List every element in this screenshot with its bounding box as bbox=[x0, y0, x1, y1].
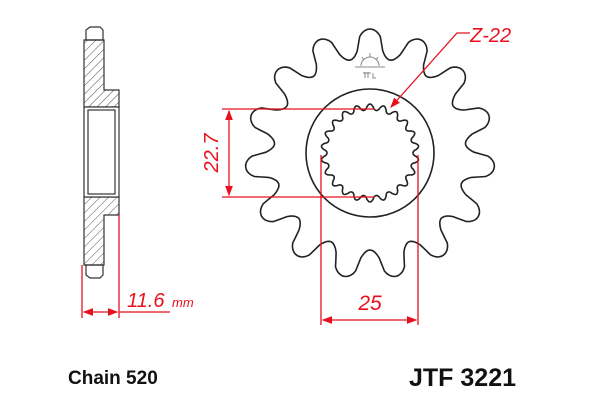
teeth-count-label: Z-22 bbox=[469, 25, 511, 47]
spline-bore bbox=[320, 103, 420, 203]
side-view bbox=[83, 26, 120, 279]
chain-label: Chain 520 bbox=[68, 368, 158, 389]
dimension-lines bbox=[81, 32, 470, 325]
hub-circle bbox=[305, 88, 435, 218]
thickness-dimension-label: 11.6 bbox=[127, 290, 165, 312]
part-number: JTF 3221 bbox=[409, 364, 517, 392]
brand-logo bbox=[355, 53, 385, 79]
thickness-unit-label: mm bbox=[172, 295, 194, 310]
spline-dimension-label: 25 bbox=[357, 292, 382, 315]
hub-dimension-label: 22.7 bbox=[201, 133, 223, 174]
sprocket-front-view bbox=[244, 28, 496, 278]
sprocket-outline bbox=[244, 28, 496, 278]
